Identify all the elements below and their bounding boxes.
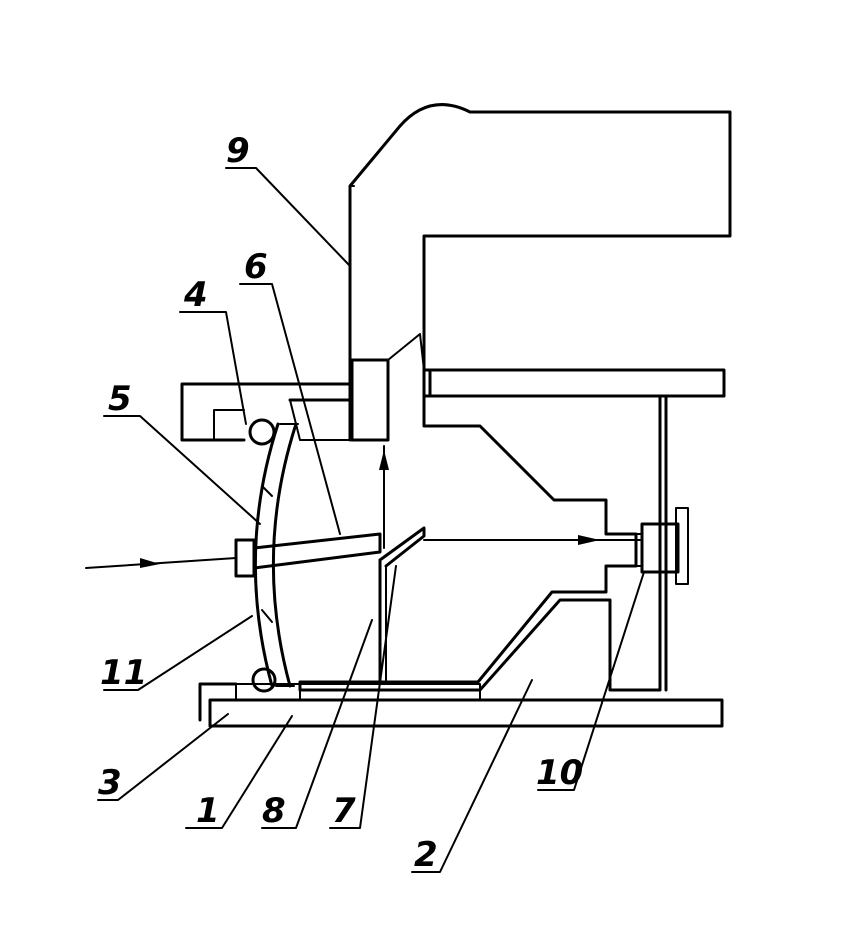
label-11: 11 <box>100 653 147 693</box>
housing-part-2 <box>298 394 668 692</box>
label-10: 10 <box>536 753 583 793</box>
label-1: 1 <box>196 791 220 831</box>
label-9: 9 <box>226 131 250 171</box>
label-3: 3 <box>98 763 122 803</box>
leader-lines <box>97 167 645 873</box>
light-rays <box>85 445 641 569</box>
left-retainer <box>180 382 352 442</box>
detector-part-10 <box>635 507 689 585</box>
upper-plate <box>422 368 726 398</box>
lens-assembly <box>248 418 299 693</box>
label-8: 8 <box>262 791 286 831</box>
label-4: 4 <box>183 275 208 315</box>
base-plate-part-1 <box>198 682 724 728</box>
part-labels: 9 6 4 5 11 3 1 8 7 10 2 <box>98 131 583 875</box>
mirrors-parts-7-8 <box>378 526 426 682</box>
label-6: 6 <box>244 247 268 287</box>
vertical-shaft <box>350 333 425 442</box>
label-7: 7 <box>332 791 356 831</box>
probe-part-6 <box>234 532 382 578</box>
top-bracket-part-9 <box>348 103 732 442</box>
label-2: 2 <box>414 835 438 875</box>
label-5: 5 <box>108 379 132 419</box>
